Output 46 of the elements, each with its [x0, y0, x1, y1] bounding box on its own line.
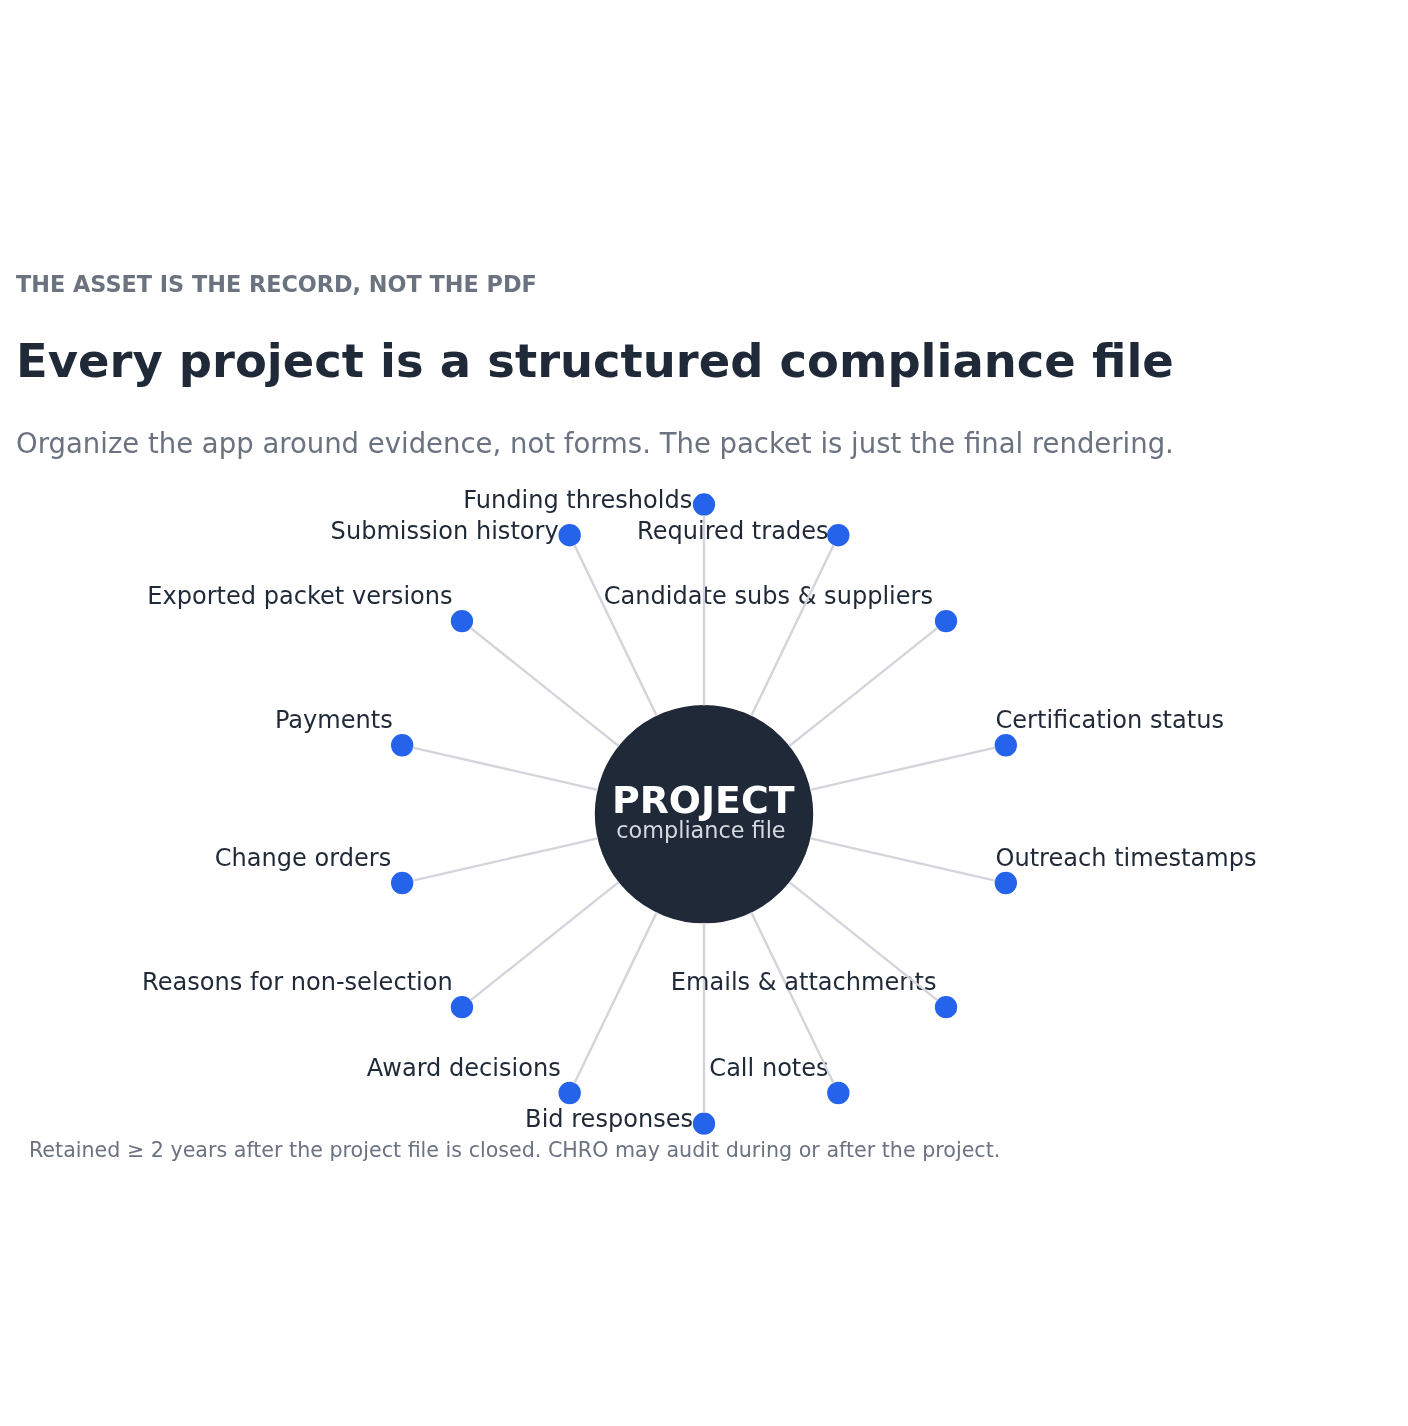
connector [702, 514, 706, 705]
node-label: Emails & attachments [670, 967, 937, 996]
node-label: Exported packet versions [147, 581, 453, 610]
node-label: Required trades [637, 516, 829, 545]
node-circle [934, 609, 958, 632]
connector [469, 880, 620, 1001]
node-circle [391, 733, 414, 756]
node-label: Call notes [709, 1053, 829, 1082]
node-label: Funding thresholds [463, 485, 693, 514]
node-label: Submission history [330, 516, 559, 545]
node-circle [827, 1081, 850, 1104]
node-circle [934, 995, 958, 1018]
connector [412, 836, 598, 882]
connector [573, 911, 658, 1084]
node-label: Outreach timestamps [995, 843, 1257, 872]
node-label: Award decisions [366, 1053, 561, 1082]
connector [788, 626, 939, 747]
node-label: Payments [274, 705, 393, 734]
connector [573, 543, 658, 716]
node-circle [558, 523, 581, 546]
node-circle [450, 609, 474, 632]
node-circle [692, 492, 716, 516]
node-circle [558, 1081, 581, 1104]
node-circle: PROJECT compliance file [594, 704, 814, 923]
node-circle [994, 733, 1017, 756]
diagram-title: Every project is a structured compliance file [16, 333, 1174, 388]
node-circle [450, 995, 474, 1018]
connector [750, 543, 835, 716]
node-circle [391, 871, 414, 894]
connector [412, 745, 598, 791]
node-label: Change orders [214, 843, 392, 872]
connector [810, 836, 996, 882]
node-label: Reasons for non-selection [142, 967, 453, 996]
connector [750, 911, 835, 1084]
node-label: Bid responses [525, 1104, 694, 1133]
connector [469, 626, 620, 747]
node-circle [994, 871, 1017, 894]
connector [702, 922, 706, 1113]
node-label: Certification status [995, 705, 1224, 734]
label: Organize the app around evidence, not forms. The packet is just the final rendering. [16, 426, 1174, 459]
label: THE ASSET IS THE RECORD, NOT THE PDF [16, 270, 537, 297]
connector [810, 745, 996, 791]
connector [788, 880, 939, 1001]
caption: Retained ≥ 2 years after the project file is closed. CHRO may audit during or after the project. [28, 1137, 1001, 1162]
node-circle [827, 523, 850, 546]
node-circle [692, 1112, 716, 1135]
